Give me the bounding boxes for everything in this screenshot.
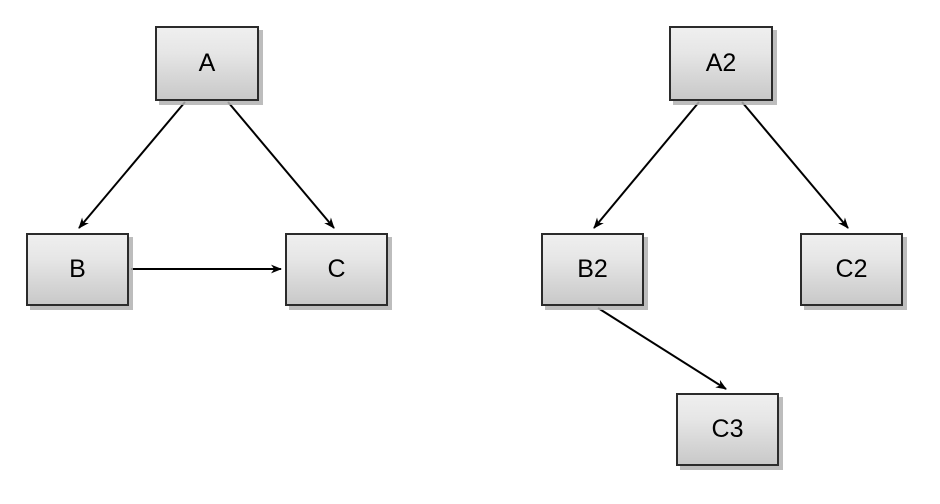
node-b2[interactable]: B2 — [541, 233, 644, 306]
edge-a-c[interactable] — [227, 101, 335, 229]
node-label: B — [69, 255, 86, 283]
node-c2[interactable]: C2 — [800, 233, 903, 306]
edge-a2-c2[interactable] — [741, 101, 849, 229]
edge-b2-c3[interactable] — [597, 307, 727, 390]
node-b[interactable]: B — [26, 233, 129, 306]
node-label: C3 — [711, 415, 744, 443]
node-a2[interactable]: A2 — [669, 26, 773, 101]
edge-a-b[interactable] — [78, 101, 186, 229]
edge-a2-b2[interactable] — [593, 101, 700, 229]
node-a[interactable]: A — [155, 26, 259, 101]
node-label: C2 — [835, 255, 868, 283]
node-label: C — [327, 255, 346, 283]
node-c3[interactable]: C3 — [676, 393, 779, 466]
node-c[interactable]: C — [285, 233, 388, 306]
node-label: A — [198, 49, 216, 77]
node-label: B2 — [577, 255, 608, 283]
node-label: A2 — [705, 49, 737, 77]
edges-group — [78, 101, 849, 390]
